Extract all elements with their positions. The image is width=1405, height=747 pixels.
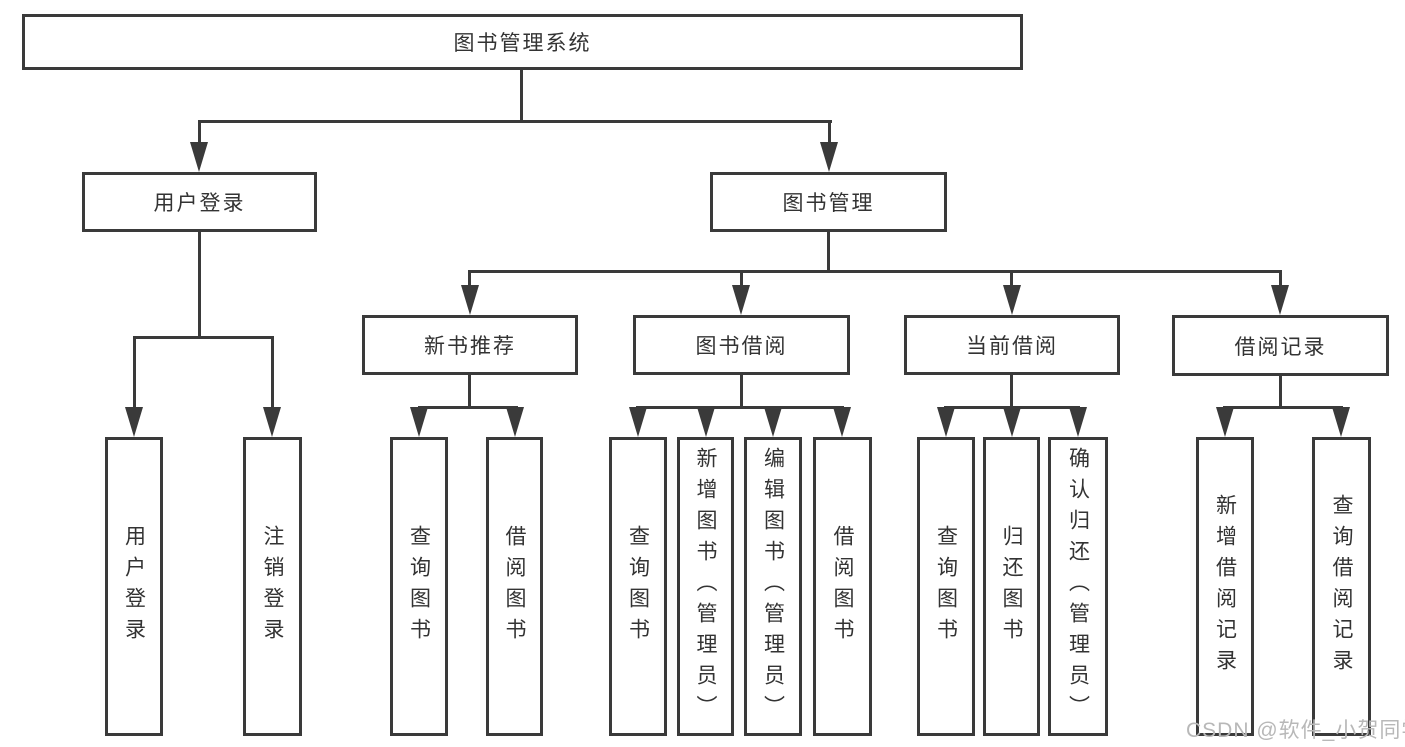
arrow-down-icon bbox=[461, 285, 479, 315]
node-current-borrowing: 当前借阅 bbox=[904, 315, 1120, 375]
arrow-down-icon bbox=[820, 142, 838, 172]
connector-drop bbox=[828, 120, 831, 146]
arrow-down-icon bbox=[190, 142, 208, 172]
connector-root-rail bbox=[198, 120, 832, 123]
leaf-query-borrow-record: 查询借阅记录 bbox=[1312, 437, 1371, 736]
node-label: 新增图书（管理员） bbox=[694, 447, 717, 726]
arrow-down-icon bbox=[1216, 407, 1234, 437]
node-new-book-recommend: 新书推荐 bbox=[362, 315, 578, 375]
node-label: 查询借阅记录 bbox=[1330, 493, 1353, 680]
node-label: 新增借阅记录 bbox=[1213, 493, 1237, 680]
leaf-confirm-return-admin: 确认归还（管理员） bbox=[1048, 437, 1108, 736]
arrow-down-icon bbox=[629, 407, 647, 437]
node-label: 借阅图书 bbox=[831, 524, 854, 649]
watermark: CSDN @软件_小贺同学 bbox=[1186, 719, 1405, 742]
leaf-borrow-books-1: 借阅图书 bbox=[486, 437, 543, 736]
node-label: 当前借阅 bbox=[966, 335, 1058, 358]
leaf-return-books: 归还图书 bbox=[983, 437, 1040, 736]
node-book-management: 图书管理 bbox=[710, 172, 947, 232]
connector-stem bbox=[198, 232, 201, 339]
connector-stem bbox=[468, 375, 471, 409]
leaf-query-books-3: 查询图书 bbox=[917, 437, 975, 736]
node-label: 查询图书 bbox=[934, 524, 958, 649]
node-borrowing-records: 借阅记录 bbox=[1172, 315, 1389, 376]
connector-rail bbox=[418, 406, 518, 409]
node-label: 借阅记录 bbox=[1234, 335, 1327, 359]
leaf-query-books-1: 查询图书 bbox=[390, 437, 448, 736]
connector-drop bbox=[1279, 270, 1282, 290]
arrow-down-icon bbox=[1069, 407, 1087, 437]
arrow-down-icon bbox=[937, 407, 955, 437]
node-label: 用户登录 bbox=[122, 524, 146, 649]
leaf-add-books-admin: 新增图书（管理员） bbox=[677, 437, 734, 736]
node-label: 新书推荐 bbox=[424, 335, 516, 358]
node-book-borrowing: 图书借阅 bbox=[633, 315, 850, 375]
leaf-query-books-2: 查询图书 bbox=[609, 437, 667, 736]
arrow-down-icon bbox=[764, 407, 782, 437]
connector-stem bbox=[1010, 375, 1013, 409]
node-label: 图书管理 bbox=[782, 192, 875, 215]
node-label: 查询图书 bbox=[626, 524, 650, 649]
arrow-down-icon bbox=[1271, 285, 1289, 315]
node-label: 编辑图书（管理员） bbox=[761, 447, 785, 726]
connector-drop bbox=[198, 120, 201, 146]
arrow-down-icon bbox=[1332, 407, 1350, 437]
node-label: 图书借阅 bbox=[695, 335, 788, 358]
node-label: 用户登录 bbox=[153, 192, 246, 215]
node-root-system: 图书管理系统 bbox=[22, 14, 1023, 70]
node-label: 查询图书 bbox=[407, 524, 431, 649]
arrow-down-icon bbox=[732, 285, 750, 315]
arrow-down-icon bbox=[410, 407, 428, 437]
leaf-user-login: 用户登录 bbox=[105, 437, 163, 736]
arrow-down-icon bbox=[125, 407, 143, 437]
leaf-borrow-books-2: 借阅图书 bbox=[813, 437, 872, 736]
connector-stem bbox=[1279, 376, 1282, 409]
connector-drop bbox=[468, 270, 471, 290]
node-label: 图书管理系统 bbox=[453, 32, 592, 55]
connector-root-stem bbox=[520, 70, 523, 122]
arrow-down-icon bbox=[697, 407, 715, 437]
leaf-add-borrow-record: 新增借阅记录 bbox=[1196, 437, 1254, 736]
arrow-down-icon bbox=[1003, 285, 1021, 315]
connector-rail bbox=[468, 270, 1282, 273]
arrow-down-icon bbox=[506, 407, 524, 437]
node-label: 借阅图书 bbox=[503, 524, 526, 649]
connector-stem bbox=[827, 232, 830, 273]
connector-rail bbox=[133, 336, 274, 339]
connector-drop bbox=[740, 270, 743, 290]
node-label: 确认归还（管理员） bbox=[1066, 447, 1090, 726]
arrow-down-icon bbox=[833, 407, 851, 437]
connector-rail bbox=[1223, 406, 1343, 409]
arrow-down-icon bbox=[263, 407, 281, 437]
connector-rail bbox=[636, 406, 844, 409]
connector-drop bbox=[1010, 270, 1013, 290]
leaf-logout: 注销登录 bbox=[243, 437, 302, 736]
node-label: 注销登录 bbox=[261, 524, 284, 649]
node-user-login: 用户登录 bbox=[82, 172, 317, 232]
node-label: 归还图书 bbox=[1000, 524, 1023, 649]
arrow-down-icon bbox=[1003, 407, 1021, 437]
leaf-edit-books-admin: 编辑图书（管理员） bbox=[744, 437, 802, 736]
connector-drop bbox=[133, 336, 136, 410]
connector-stem bbox=[740, 375, 743, 409]
connector-drop bbox=[271, 336, 274, 410]
